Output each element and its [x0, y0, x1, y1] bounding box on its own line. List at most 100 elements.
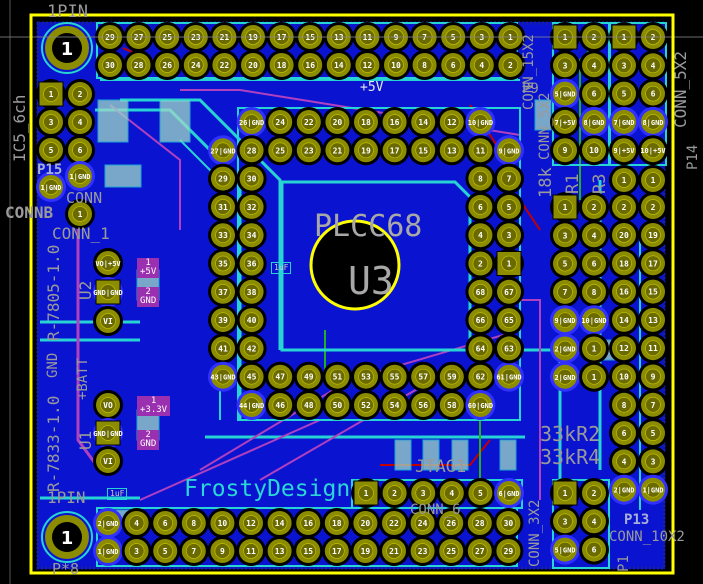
pad[interactable]: 10|GND	[579, 305, 609, 336]
pad[interactable]: 3	[550, 220, 580, 251]
pad[interactable]: 3	[36, 107, 66, 137]
pad[interactable]: 1	[65, 199, 95, 229]
pad[interactable]: 46	[265, 390, 296, 420]
pad[interactable]: 1|GND	[36, 172, 66, 202]
pad[interactable]: 1	[550, 192, 580, 222]
pad[interactable]: 2	[638, 192, 668, 222]
pad[interactable]: 11	[638, 333, 668, 364]
pad[interactable]: 8|GND	[638, 106, 668, 137]
pad[interactable]: 2|GND	[93, 508, 123, 538]
pad[interactable]: VO|+5V	[93, 248, 123, 278]
pad[interactable]: 4	[466, 50, 497, 80]
pad[interactable]: 9	[550, 135, 580, 166]
pad[interactable]: 65	[494, 305, 524, 336]
pad[interactable]: 5	[609, 78, 639, 109]
pad[interactable]: 4	[65, 107, 95, 137]
pad[interactable]: 18	[266, 50, 297, 80]
pad[interactable]: 10	[609, 361, 639, 392]
pad[interactable]: 15	[408, 135, 439, 166]
pad[interactable]: 7	[638, 389, 668, 420]
pad[interactable]: 30	[95, 50, 125, 80]
pad[interactable]: 10	[579, 135, 609, 166]
pad[interactable]: 1	[550, 478, 580, 508]
pad[interactable]: 7	[550, 276, 580, 307]
pad[interactable]: 1	[579, 333, 609, 364]
pad[interactable]: 14	[609, 304, 639, 335]
pad[interactable]: 31	[208, 191, 238, 222]
pad[interactable]: 5|GND	[550, 78, 580, 109]
pad[interactable]: 1	[351, 478, 381, 508]
pad[interactable]: 3	[494, 220, 524, 251]
pad[interactable]: 4	[465, 220, 496, 251]
pad[interactable]: 1|GND	[93, 536, 123, 566]
pad[interactable]: 22	[293, 107, 324, 137]
pad[interactable]: VO	[93, 390, 123, 420]
pad[interactable]: GND|GND	[93, 418, 123, 448]
pad[interactable]: 10	[207, 508, 238, 538]
pad[interactable]: 38	[236, 276, 267, 307]
pad[interactable]: 9	[207, 536, 238, 566]
pad[interactable]: 5	[150, 536, 181, 566]
pad[interactable]: 15	[293, 536, 324, 566]
pad[interactable]: 3	[609, 50, 639, 81]
pad[interactable]: 16	[379, 107, 410, 137]
pad[interactable]: 8	[465, 163, 496, 194]
pad[interactable]: 41	[208, 333, 238, 364]
pad[interactable]: 6	[579, 534, 609, 565]
pad[interactable]: 13	[638, 304, 668, 335]
pad[interactable]: 7	[494, 163, 524, 194]
pad[interactable]: 30	[493, 508, 524, 538]
pad[interactable]: 6	[579, 248, 609, 279]
pad[interactable]: 34	[236, 220, 267, 251]
pad[interactable]: 19	[351, 135, 381, 166]
pad[interactable]: 68	[465, 276, 496, 307]
pad[interactable]: 3	[638, 446, 668, 477]
pad[interactable]: 11	[236, 536, 266, 566]
pad[interactable]: 63	[494, 333, 524, 364]
pad[interactable]: 2	[609, 192, 639, 222]
pad[interactable]: 1|GND	[65, 161, 95, 191]
pad[interactable]: 11	[465, 135, 496, 166]
pad[interactable]: 9	[638, 361, 668, 392]
pad[interactable]: 6	[150, 508, 181, 538]
pad[interactable]: 9|+5V	[609, 135, 639, 166]
pad[interactable]: 20	[322, 107, 353, 137]
pad[interactable]: 21	[379, 536, 409, 566]
pad[interactable]: 22	[379, 508, 409, 538]
pad[interactable]: 14	[323, 50, 354, 80]
pad[interactable]: 10	[381, 50, 411, 80]
pad[interactable]: GND|GND	[93, 277, 123, 307]
pad[interactable]: 35	[208, 248, 238, 279]
pad[interactable]: 52	[351, 390, 381, 420]
pad[interactable]: 3	[550, 50, 580, 81]
pad[interactable]: 17	[321, 536, 352, 566]
pad[interactable]: 27	[464, 536, 495, 566]
pad[interactable]: 6	[465, 191, 496, 222]
pad[interactable]: 2|GND	[550, 361, 580, 392]
pad[interactable]: 1|GND	[638, 474, 668, 505]
pad[interactable]: 2	[579, 478, 609, 508]
pad[interactable]: 4	[121, 508, 152, 538]
pad[interactable]: 2	[379, 478, 410, 508]
pad[interactable]: 2	[579, 192, 609, 222]
pad[interactable]: 45	[236, 361, 267, 392]
pad[interactable]: 12	[609, 333, 639, 364]
pad[interactable]: 1	[36, 79, 66, 109]
pad[interactable]: 8|GND	[579, 106, 609, 137]
pad[interactable]: 15	[638, 276, 668, 307]
pad[interactable]: 13	[436, 135, 467, 166]
pad[interactable]: 39	[208, 305, 238, 336]
pad[interactable]: 54	[379, 390, 410, 420]
pad[interactable]: 1	[494, 248, 524, 279]
pad[interactable]: 59	[436, 361, 467, 392]
pad[interactable]: 29	[208, 163, 238, 194]
pad[interactable]: 6	[579, 78, 609, 109]
pad[interactable]: 55	[379, 361, 410, 392]
pad[interactable]: 21	[322, 135, 353, 166]
pad[interactable]: 6	[638, 78, 668, 109]
pad[interactable]: 1	[609, 165, 639, 195]
pad[interactable]: 49	[293, 361, 324, 392]
pad[interactable]: 1	[579, 361, 609, 392]
pad[interactable]: 25	[436, 536, 467, 566]
pad[interactable]: 14	[264, 508, 295, 538]
